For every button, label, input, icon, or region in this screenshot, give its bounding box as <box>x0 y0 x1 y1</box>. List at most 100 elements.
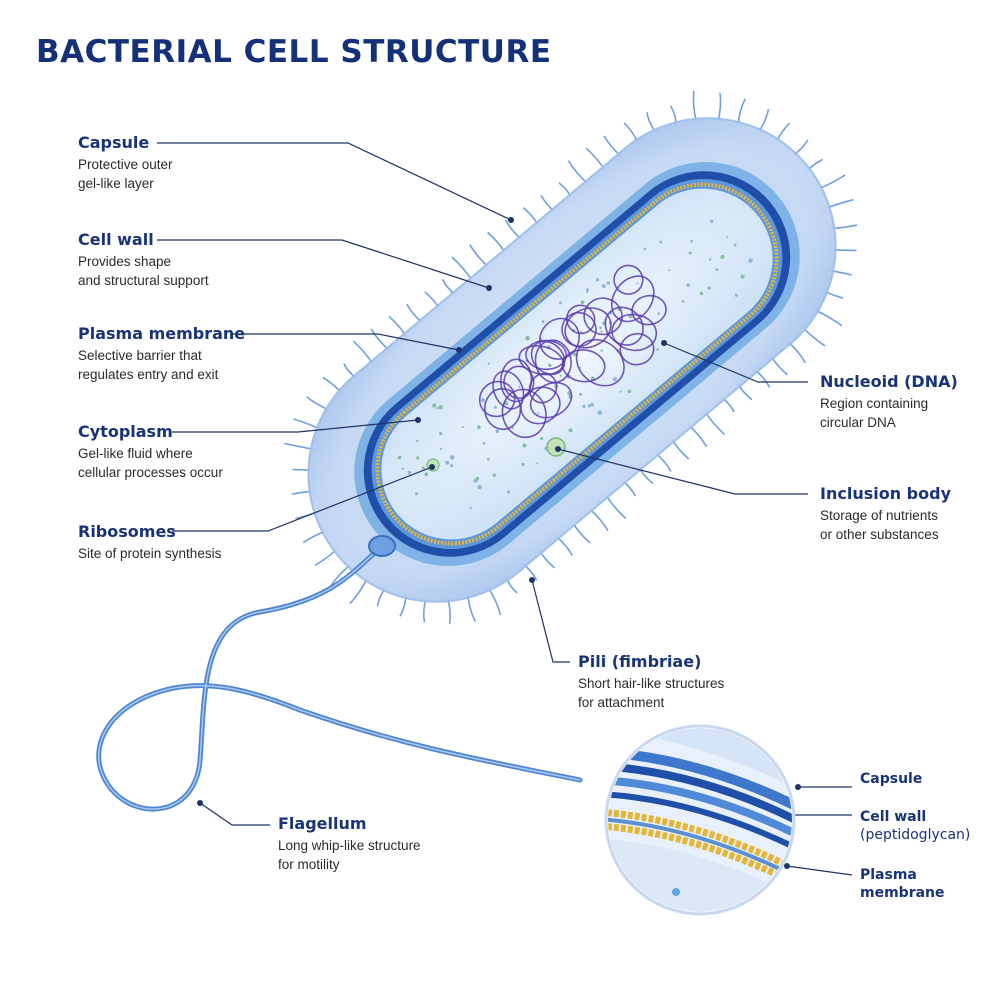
ribosome-dot <box>568 428 573 433</box>
ribosome-dot <box>518 385 521 388</box>
ribosome-dot <box>688 251 692 255</box>
ribosome-dot <box>710 219 714 223</box>
dna-loop <box>561 349 606 383</box>
dna-loop <box>565 304 596 335</box>
ribosome-dot <box>475 476 480 481</box>
pili-desc-2: for attachment <box>578 695 665 710</box>
ribosome-dot <box>600 330 603 333</box>
ribosome-dot <box>495 429 499 433</box>
pili-name: Pili (fimbriae) <box>578 652 702 671</box>
cell-wall-desc-2: and structural support <box>78 273 209 288</box>
ribosome-dot <box>476 425 481 430</box>
ribosome-dot <box>416 439 419 443</box>
inclusion-body-name: Inclusion body <box>820 484 951 503</box>
dna-loop <box>575 338 625 387</box>
dna-loop <box>604 306 644 346</box>
nucleoid-dna <box>478 264 667 439</box>
label-pili: Pili (fimbriae) Short hair-like structur… <box>578 652 724 712</box>
dna-loop <box>564 307 612 349</box>
dna-loop <box>539 317 580 360</box>
flagellum-shape <box>96 543 583 812</box>
dna-loop <box>529 381 573 419</box>
ribosome-dot <box>450 464 454 468</box>
ribosome-dot <box>482 441 486 445</box>
ribosome-dot <box>469 506 472 509</box>
ribosome-dot <box>599 326 602 330</box>
inclusion-body-desc-1: Storage of nutrients <box>820 508 938 523</box>
ribosome-dot <box>606 281 610 285</box>
plasma-membrane-desc-1: Selective barrier that <box>78 348 202 363</box>
ribosome-dot <box>521 462 525 467</box>
capsule-desc-1: Protective outer <box>78 157 173 172</box>
ribosome-dot <box>439 448 443 451</box>
nucleoid-desc-2: circular DNA <box>820 415 896 430</box>
ribosome-dot <box>432 403 437 408</box>
ribosome-dot <box>733 243 737 247</box>
ribosome-dot <box>643 247 646 251</box>
nucleoid-name: Nucleoid (DNA) <box>820 372 958 391</box>
dna-loop <box>492 370 525 410</box>
ribosome-dot <box>686 283 690 287</box>
ribosomes-desc-1: Site of protein synthesis <box>78 546 222 561</box>
label-ribosomes: Ribosomes Site of protein synthesis <box>78 522 221 563</box>
ribosome-dot <box>636 282 639 285</box>
ribosome-dot <box>439 432 443 436</box>
inset-label-capsule: Capsule <box>860 770 922 788</box>
dna-loop <box>503 365 535 400</box>
dna-loop <box>534 339 572 384</box>
ribosome-dot <box>587 404 592 408</box>
ribosome-dot <box>438 405 443 410</box>
ribosome-dot <box>734 293 738 297</box>
ribosome-dot <box>487 457 490 461</box>
inclusion-body-desc-2: or other substances <box>820 527 939 542</box>
ribosome-dot <box>715 268 719 272</box>
ribosome-dot <box>487 362 490 365</box>
cytoplasm-desc-2: cellular processes occur <box>78 465 223 480</box>
ribosome-dot <box>657 312 660 315</box>
ribosome-dot <box>590 402 594 407</box>
label-plasma-membrane: Plasma membrane Selective barrier that r… <box>78 324 245 384</box>
ribosome-dot <box>580 300 585 305</box>
ribosome-dot <box>492 473 496 477</box>
cell-wall-desc-1: Provides shape <box>78 254 172 269</box>
ribosome-dot <box>461 426 464 429</box>
plasma-membrane-desc-2: regulates entry and exit <box>78 367 219 382</box>
label-cell-wall: Cell wall Provides shape and structural … <box>78 230 209 290</box>
inset-plasma-text-2: membrane <box>860 885 945 901</box>
dna-loop <box>583 297 623 336</box>
flagellum-hook <box>368 535 396 557</box>
ribosome-dot <box>709 258 712 261</box>
dna-loop <box>501 388 547 439</box>
ribosome-dot <box>494 405 497 409</box>
ribosome-dot <box>740 274 745 279</box>
leader-lines <box>157 142 853 876</box>
ribosome-dot <box>659 240 663 244</box>
plasma-membrane-name: Plasma membrane <box>78 324 246 343</box>
ribosome-dot <box>668 269 671 272</box>
ribosome-dot <box>559 301 562 305</box>
flagellum-desc-2: for motility <box>278 857 340 872</box>
ribosome-dot <box>681 300 685 303</box>
ribosome-dot <box>522 443 527 448</box>
ribosome-dot <box>582 404 586 408</box>
ribosome-dot <box>401 467 405 470</box>
ribosome-dot <box>436 407 439 410</box>
ribosome-dot <box>421 466 425 470</box>
ribosome-dot <box>477 484 482 490</box>
label-nucleoid: Nucleoid (DNA) Region containing circula… <box>820 372 958 432</box>
dna-loop <box>478 380 516 418</box>
ribosome-dot <box>707 286 711 290</box>
inset-label-plasma-membrane: Plasma membrane <box>860 866 945 902</box>
ribosome-dot <box>525 336 530 341</box>
inset-cell-wall-sub: (peptidoglycan) <box>860 827 971 843</box>
ribosome-dot <box>601 284 606 289</box>
cytoplasm-desc-1: Gel-like fluid where <box>78 446 193 461</box>
ribosome-dot <box>416 456 420 460</box>
label-inclusion-body: Inclusion body Storage of nutrients or o… <box>820 484 951 544</box>
ribosome-dot <box>619 390 622 393</box>
ribosome-dot <box>415 492 419 496</box>
ribosome-dot <box>450 455 455 460</box>
dna-loop <box>613 264 644 295</box>
flagellum-name: Flagellum <box>278 814 367 833</box>
ribosome-dot <box>397 455 402 460</box>
